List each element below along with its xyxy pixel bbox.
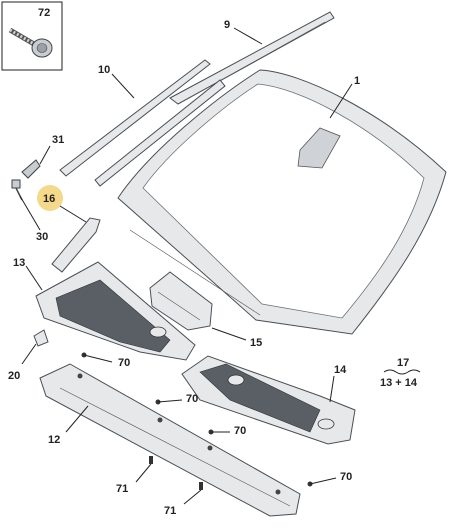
wiper-motor-cover: [149, 271, 213, 331]
callout-17-sub: 13 + 14: [380, 377, 418, 389]
callout-10: 10: [98, 64, 110, 76]
callout-14: 14: [334, 364, 347, 376]
callout-12: 12: [48, 434, 60, 446]
callout-16: 16: [43, 193, 55, 205]
callout-72: 72: [38, 7, 50, 19]
mirror-mount: [297, 127, 341, 169]
screw-inset: 72: [1, 1, 63, 71]
cowl-left: [35, 261, 196, 361]
inset-frame: [1, 1, 63, 71]
cowl-right: [181, 355, 356, 445]
callout-15: 15: [250, 337, 262, 349]
callout-70-a: 70: [118, 357, 130, 369]
windscreen-edge: [129, 229, 261, 316]
callout-9: 9: [224, 19, 230, 31]
upper-seal-strip: [169, 11, 335, 105]
side-trim: [59, 59, 226, 187]
highlight-badge-16: [37, 185, 63, 211]
trim-piece-16: [51, 217, 101, 273]
callout-17: 17: [397, 357, 409, 369]
callout-71-b: 71: [164, 505, 176, 517]
callout-30: 30: [36, 231, 48, 243]
callout-71-a: 71: [116, 483, 128, 495]
bracket-31: [21, 159, 41, 179]
clip-icon: [149, 456, 153, 464]
callout-31: 31: [52, 134, 64, 146]
callout-13: 13: [13, 257, 25, 269]
windscreen-glass: [142, 83, 425, 319]
leader-lines: [19, 27, 353, 505]
windscreen: [117, 69, 447, 335]
clip-icon: [199, 482, 203, 490]
callout-70-d: 70: [340, 471, 352, 483]
cap-20: [33, 329, 49, 347]
screw-icon: [8, 27, 53, 58]
callout-1: 1: [354, 75, 360, 87]
callout-70-b: 70: [186, 393, 198, 405]
callout-70-c: 70: [234, 425, 246, 437]
cross-member: [39, 363, 301, 517]
tilde-divider: [383, 369, 421, 375]
callout-20: 20: [8, 370, 20, 382]
